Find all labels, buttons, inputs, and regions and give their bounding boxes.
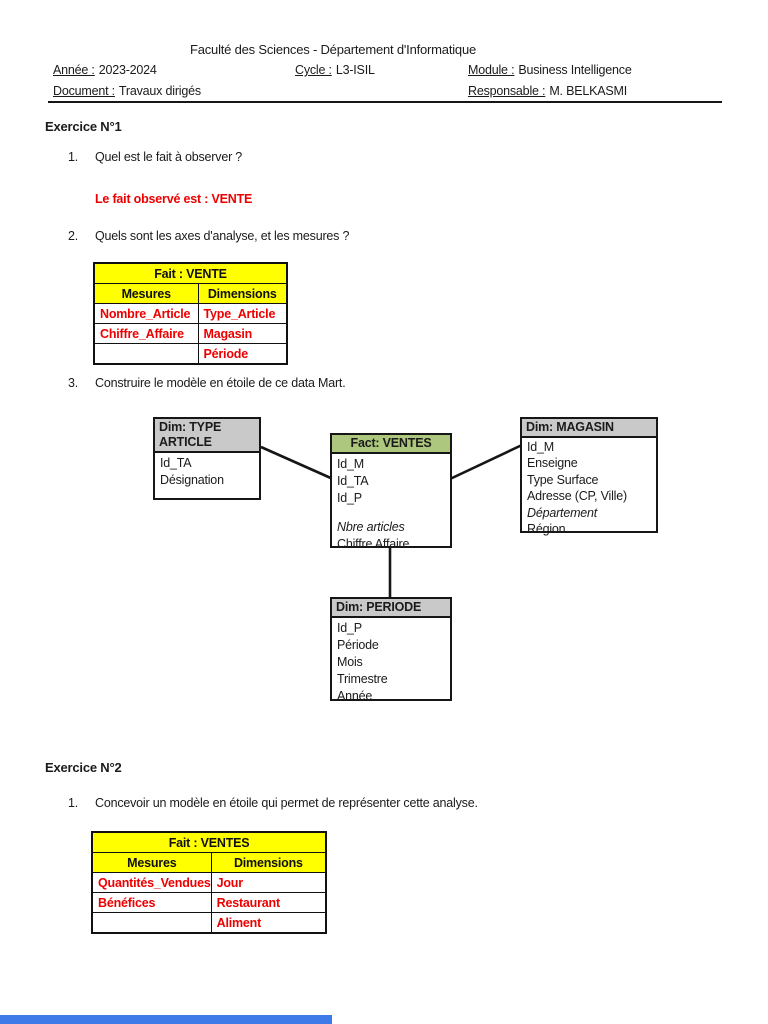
measure-cell: Bénéfices	[91, 892, 212, 913]
dimension-cell: Magasin	[197, 323, 288, 344]
dimension-cell: Type_Article	[197, 303, 288, 324]
entity-dim-periode: Dim: PERIODE Id_P Période Mois Trimestre…	[330, 597, 452, 703]
entity-field: Année	[337, 689, 373, 703]
dimension-cell: Jour	[210, 872, 327, 893]
entity-header: Fact: VENTES	[332, 435, 450, 454]
meta-responsable: Responsable :M. BELKASMI	[468, 84, 627, 98]
exercise1-answer1: Le fait observé est : VENTE	[95, 192, 253, 206]
entity-field: Mois	[337, 655, 363, 669]
entity-field: Id_TA	[160, 456, 192, 470]
meta-module: Module :Business Intelligence	[468, 63, 632, 77]
meta-cycle: Cycle :L3-ISIL	[295, 63, 375, 77]
fact-table-ventes: Fait : VENTES Mesures Dimensions Quantit…	[91, 831, 328, 934]
exercise2-heading: Exercice N°2	[45, 760, 122, 775]
question-text: Construire le modèle en étoile de ce dat…	[95, 376, 346, 390]
dimension-cell: Restaurant	[210, 892, 327, 913]
meta-module-value: Business Intelligence	[518, 63, 632, 77]
entity-field: Id_M	[527, 440, 554, 454]
table-title-cell: Fait : VENTE	[93, 262, 288, 284]
entity-dim-type-article: Dim: TYPE ARTICLE Id_TA Désignation	[153, 417, 261, 500]
meta-annee-label: Année :	[53, 63, 95, 77]
exercise1-question2: 2. Quels sont les axes d'analyse, et les …	[68, 229, 349, 243]
exercise1-question1: 1. Quel est le fait à observer ?	[68, 150, 242, 164]
measure-cell: Quantités_Vendues	[91, 872, 212, 893]
entity-field: Id_M	[337, 457, 364, 471]
meta-module-label: Module :	[468, 63, 515, 77]
entity-field: Id_P	[337, 491, 362, 505]
question-number: 1.	[68, 796, 79, 810]
meta-document-value: Travaux dirigés	[118, 84, 201, 98]
column-header-dimensions: Dimensions	[197, 283, 288, 304]
entity-fact-ventes: Fact: VENTES Id_M Id_TA Id_P Nbre articl…	[330, 433, 452, 551]
meta-annee-value: 2023-2024	[98, 63, 157, 77]
meta-cycle-label: Cycle :	[295, 63, 332, 77]
entity-header: Dim: TYPE ARTICLE	[155, 419, 259, 453]
meta-cycle-value: L3-ISIL	[335, 63, 375, 77]
question-text: Concevoir un modèle en étoile qui permet…	[95, 796, 478, 810]
column-header-mesures: Mesures	[91, 852, 212, 873]
dimension-cell: Aliment	[210, 912, 327, 934]
table-row: Période	[93, 343, 288, 365]
meta-document: Document :Travaux dirigés	[53, 84, 201, 98]
meta-responsable-value: M. BELKASMI	[549, 84, 628, 98]
entity-field: Désignation	[160, 473, 224, 487]
entity-field: Chiffre Affaire	[337, 537, 410, 551]
entity-field: Adresse (CP, Ville)	[527, 489, 627, 504]
entity-field: Période	[337, 638, 379, 652]
column-header-dimensions: Dimensions	[210, 852, 327, 873]
question-number: 2.	[68, 229, 79, 243]
question-text: Quels sont les axes d'analyse, et les me…	[95, 229, 350, 243]
exercise2-question1: 1. Concevoir un modèle en étoile qui perm…	[68, 796, 478, 810]
field-spacer	[337, 507, 450, 519]
header-divider	[48, 101, 722, 103]
entity-header: Dim: PERIODE	[332, 599, 450, 618]
entity-field: Id_TA	[337, 474, 369, 488]
entity-field: Enseigne	[527, 456, 578, 471]
entity-field: Région	[527, 522, 566, 537]
doc-title: Faculté des Sciences - Département d'Inf…	[189, 42, 477, 57]
line-typearticle-ventes	[260, 445, 334, 481]
question-text: Quel est le fait à observer ?	[95, 150, 243, 164]
line-ventes-magasin	[449, 443, 523, 481]
entity-header: Dim: MAGASIN	[522, 419, 656, 438]
entity-field: Type Surface	[527, 472, 599, 487]
entity-field: Trimestre	[337, 672, 388, 686]
entity-field: Département	[527, 505, 598, 520]
page-loading-bar	[0, 1015, 332, 1024]
meta-annee: Année :2023-2024	[53, 63, 157, 77]
column-header-mesures: Mesures	[93, 283, 199, 304]
entity-field: Nbre articles	[337, 520, 405, 534]
table-row: Nombre_Article Type_Article	[93, 303, 288, 324]
question-number: 1.	[68, 150, 79, 164]
measure-cell: Nombre_Article	[93, 303, 199, 324]
exercise1-heading: Exercice N°1	[45, 119, 122, 134]
table-row: Chiffre_Affaire Magasin	[93, 323, 288, 344]
table-row: Quantités_Vendues Jour	[91, 872, 327, 893]
measure-cell	[91, 912, 212, 934]
dimension-cell: Période	[197, 343, 288, 365]
exercise1-question3: 3. Construire le modèle en étoile de ce d…	[68, 376, 346, 390]
meta-responsable-label: Responsable :	[468, 84, 546, 98]
fact-table-vente: Fait : VENTE Mesures Dimensions Nombre_A…	[93, 262, 288, 365]
measure-cell: Chiffre_Affaire	[93, 323, 199, 344]
question-number: 3.	[68, 376, 79, 390]
entity-field: Id_P	[337, 621, 362, 635]
measure-cell	[93, 343, 199, 365]
table-title-cell: Fait : VENTES	[91, 831, 327, 853]
meta-document-label: Document :	[53, 84, 115, 98]
table-row: Bénéfices Restaurant	[91, 892, 327, 913]
entity-dim-magasin: Dim: MAGASIN Id_M Enseigne Type Surface …	[520, 417, 658, 536]
table-row: Aliment	[91, 912, 327, 934]
